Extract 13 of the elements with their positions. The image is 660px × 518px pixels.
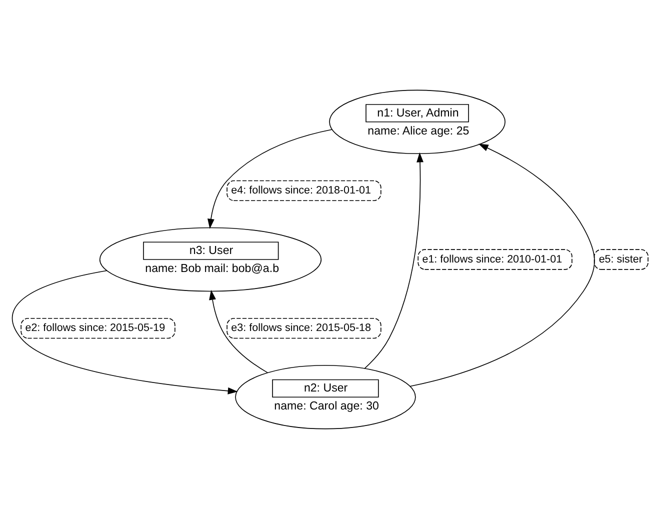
arrow: [12, 270, 238, 394]
edge-label: e2: follows since: 2015-05-19: [25, 322, 166, 334]
node-ellipse: n1: User, Admin name: Alice age: 25: [329, 89, 506, 154]
arrow: [209, 289, 268, 373]
edge-label: e1: follows since: 2010-01-01: [422, 252, 562, 265]
arrow: [364, 152, 424, 368]
node-ellipse: n2: User name: Carol age: 30: [235, 364, 416, 429]
edge-label: e5: sister: [598, 252, 642, 265]
edge-label: e4: follows since: 2018-01-01: [231, 184, 372, 196]
arrow: [410, 143, 595, 386]
arrow: [208, 128, 333, 228]
edge-label: e3: follows since: 2015-05-18: [231, 322, 372, 334]
node-ellipse: n3: User name: Bob mail: bob@a.b: [99, 226, 322, 292]
